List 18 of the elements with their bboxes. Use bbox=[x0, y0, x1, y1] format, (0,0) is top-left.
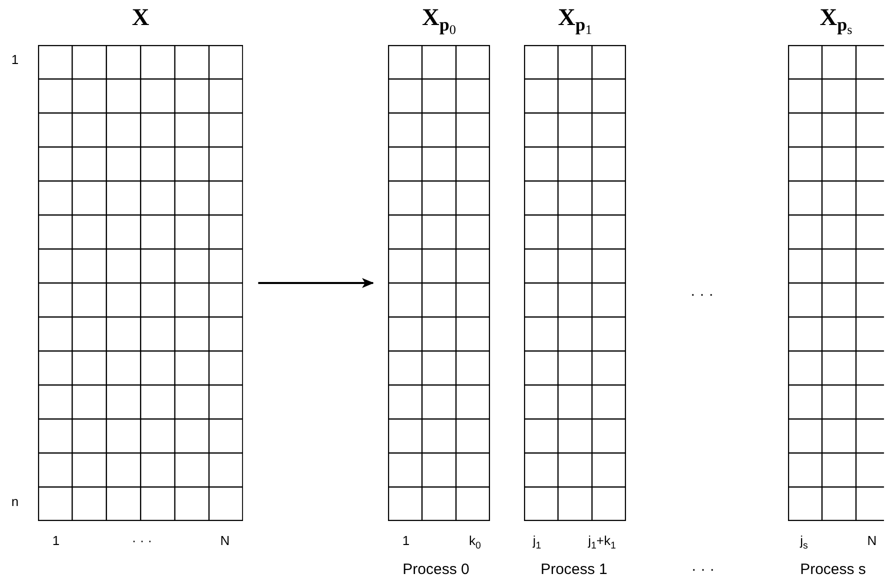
process-label: Process 0 bbox=[402, 561, 470, 578]
index-label: 1 bbox=[11, 52, 19, 67]
process-label: Process s bbox=[800, 561, 866, 578]
index-label: k$_{0}$ bbox=[469, 533, 481, 552]
ellipsis: · · · bbox=[691, 561, 715, 578]
index-label: j$_{s}$ bbox=[800, 533, 808, 552]
index-label: j$_{1}$ bbox=[532, 533, 542, 552]
matrix-title: X bbox=[130, 5, 150, 32]
process-label: Process 1 bbox=[540, 561, 608, 578]
ellipsis: · · · bbox=[690, 286, 714, 303]
arrow bbox=[258, 278, 374, 288]
index-label: N bbox=[867, 533, 877, 548]
index-label: 1 bbox=[402, 533, 410, 548]
index-label: n bbox=[11, 494, 19, 509]
index-label: N bbox=[220, 533, 230, 548]
index-label: 1 bbox=[52, 533, 60, 548]
index-label: · · · bbox=[132, 533, 152, 548]
index-label: j$_{1}$+k$_{1}$ bbox=[588, 533, 616, 552]
